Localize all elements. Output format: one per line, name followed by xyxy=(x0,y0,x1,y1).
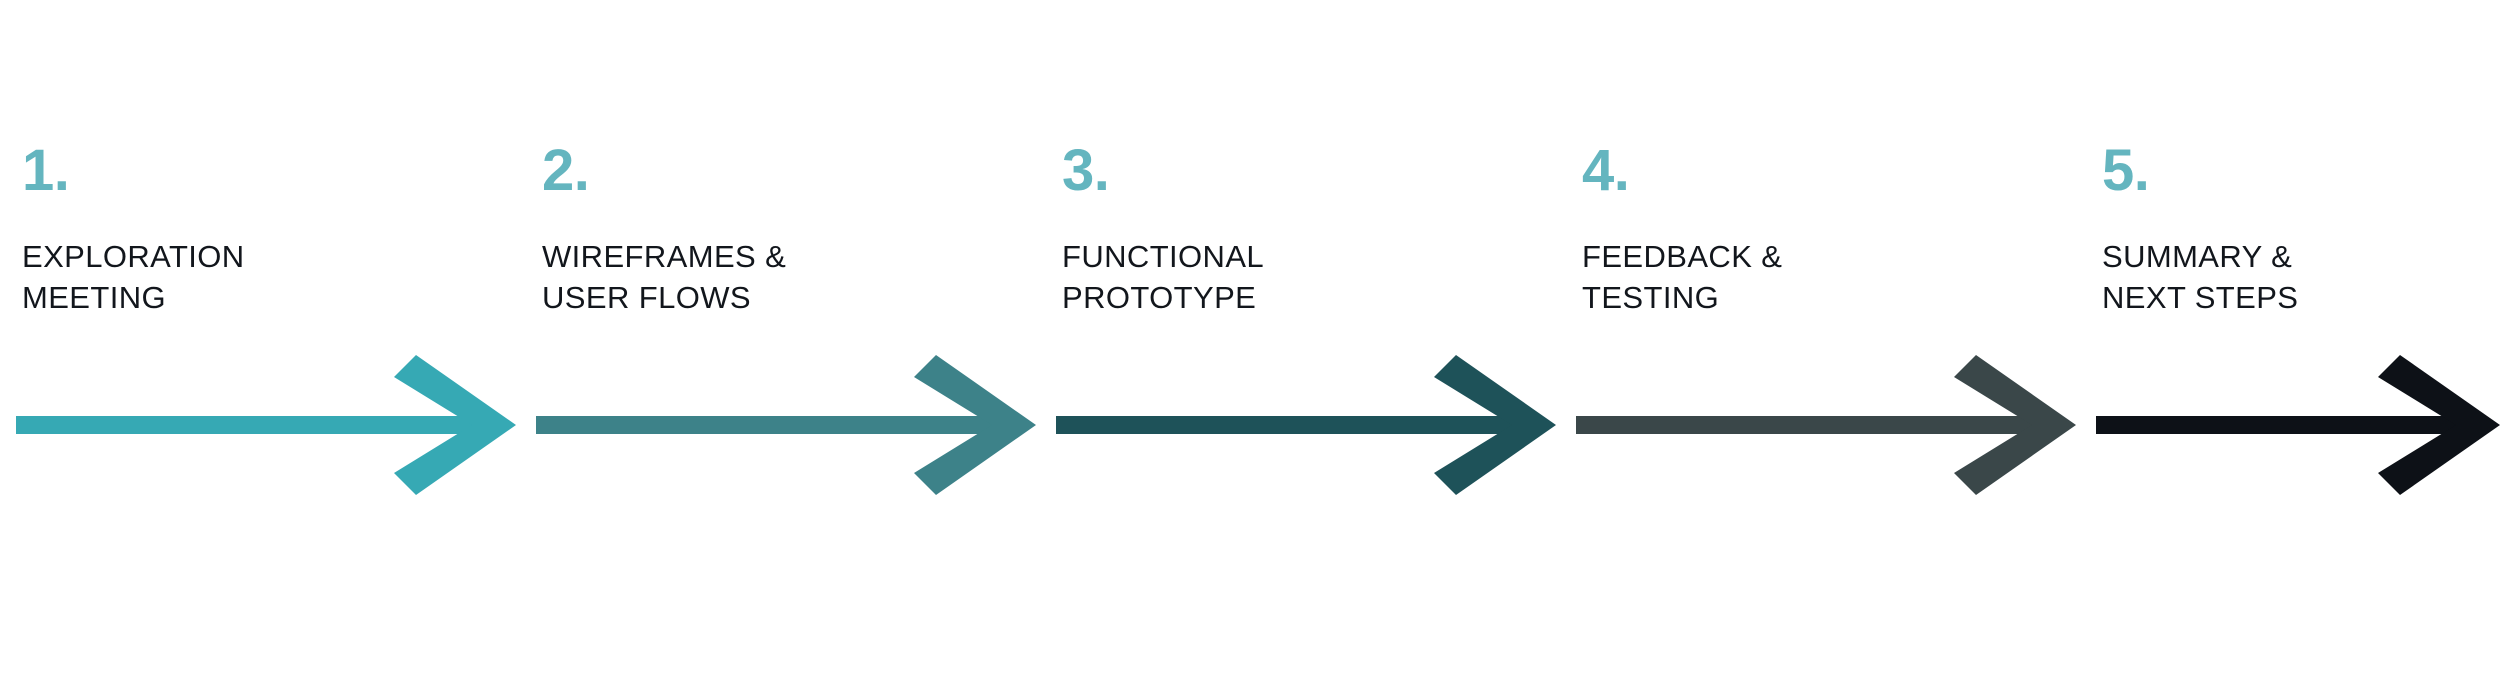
process-step: 2. WIREFRAMES & USER FLOWS xyxy=(520,0,1040,673)
step-label-line2: MEETING xyxy=(22,280,167,315)
step-label-line1: FUNCTIONAL xyxy=(1062,239,1265,274)
arrow-shaft xyxy=(1056,416,1516,434)
process-step: 3. FUNCTIONAL PROTOTYPE xyxy=(1040,0,1560,673)
arrow-icon xyxy=(2096,355,2500,495)
arrow-icon xyxy=(16,355,516,495)
arrow-step-1 xyxy=(16,355,516,495)
arrow-head-chevron xyxy=(1434,355,1556,495)
step-label: EXPLORATION MEETING xyxy=(22,236,245,318)
step-number: 1. xyxy=(22,138,70,203)
step-label-line2: NEXT STEPS xyxy=(2102,280,2299,315)
step-label: WIREFRAMES & USER FLOWS xyxy=(542,236,786,318)
step-label-line1: EXPLORATION xyxy=(22,239,245,274)
arrow-head-chevron xyxy=(1954,355,2076,495)
arrow-icon xyxy=(1576,355,2076,495)
step-number: 4. xyxy=(1582,138,1630,203)
step-label-line1: WIREFRAMES & xyxy=(542,239,787,274)
step-label: FUNCTIONAL PROTOTYPE xyxy=(1062,236,1264,318)
arrow-head-chevron xyxy=(914,355,1036,495)
arrow-head-chevron xyxy=(2378,355,2500,495)
process-step: 4. FEEDBACK & TESTING xyxy=(1560,0,2080,673)
arrow-step-3 xyxy=(1056,355,1556,495)
step-label-line2: PROTOTYPE xyxy=(1062,280,1257,315)
arrow-icon xyxy=(536,355,1036,495)
process-step: 5. SUMMARY & NEXT STEPS xyxy=(2080,0,2500,673)
step-number: 2. xyxy=(542,138,590,203)
step-label-line2: TESTING xyxy=(1582,280,1720,315)
arrow-step-5 xyxy=(2096,355,2500,495)
step-number: 3. xyxy=(1062,138,1110,203)
step-number: 5. xyxy=(2102,138,2150,203)
step-label: FEEDBACK & TESTING xyxy=(1582,236,1782,318)
arrow-shaft xyxy=(1576,416,2036,434)
arrow-icon xyxy=(1056,355,1556,495)
step-label-line1: FEEDBACK & xyxy=(1582,239,1783,274)
arrow-step-4 xyxy=(1576,355,2076,495)
arrow-head-chevron xyxy=(394,355,516,495)
arrow-shaft xyxy=(16,416,476,434)
step-label-line1: SUMMARY & xyxy=(2102,239,2293,274)
arrow-step-2 xyxy=(536,355,1036,495)
arrow-shaft xyxy=(536,416,996,434)
step-label-line2: USER FLOWS xyxy=(542,280,751,315)
step-label: SUMMARY & NEXT STEPS xyxy=(2102,236,2298,318)
arrow-shaft xyxy=(2096,416,2460,434)
process-step: 1. EXPLORATION MEETING xyxy=(0,0,520,673)
